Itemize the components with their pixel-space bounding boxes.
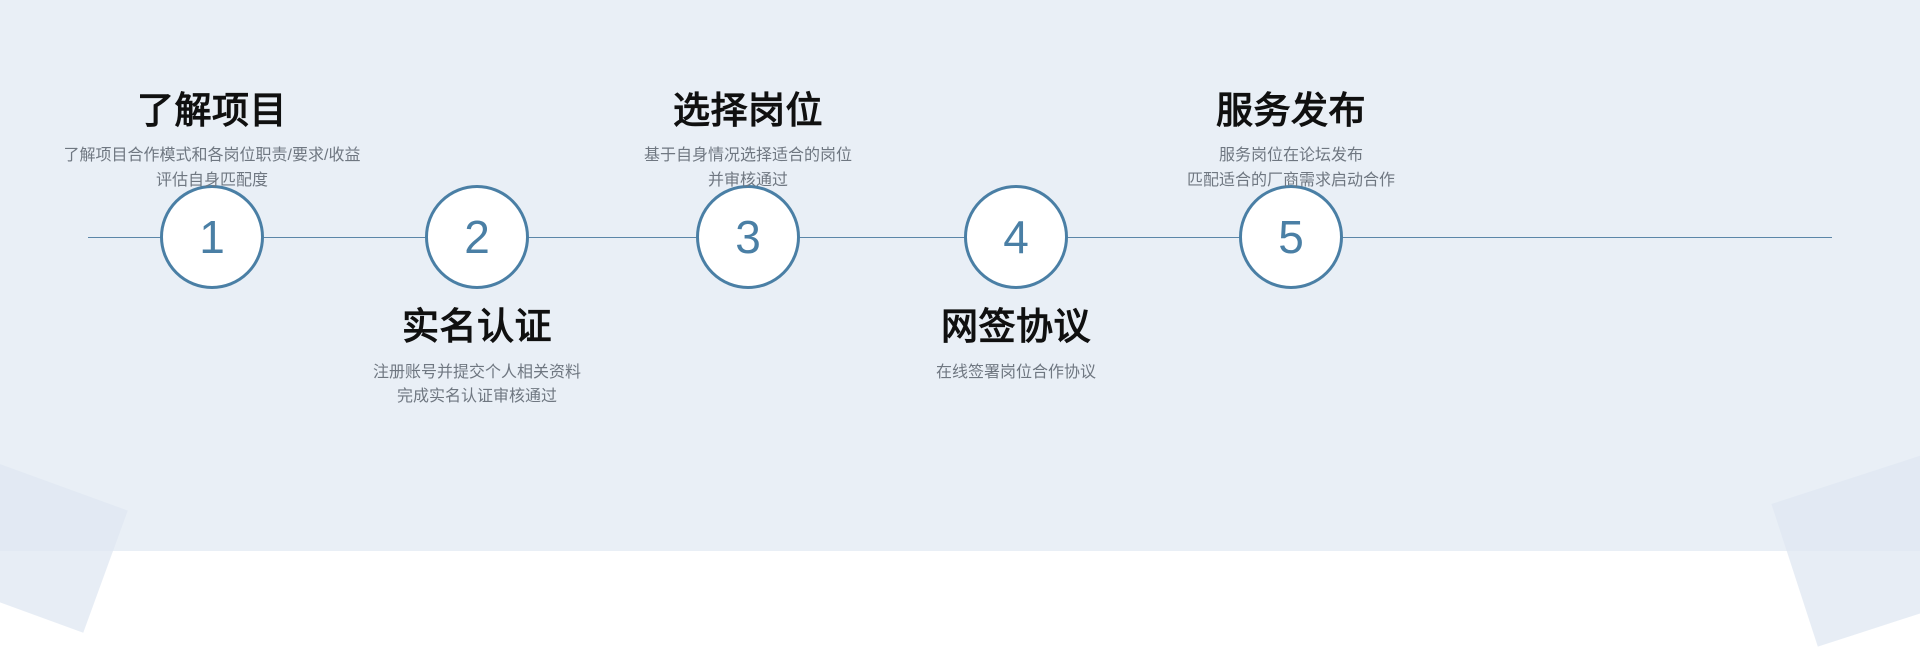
step-title: 了解项目 xyxy=(137,89,287,131)
step-description: 基于自身情况选择适合的岗位并审核通过 xyxy=(508,144,988,194)
timeline-step-5[interactable]: 5 服务发布服务岗位在论坛发布匹配适合的厂商需求启动合作 xyxy=(1051,0,1531,551)
step-title: 实名认证 xyxy=(402,306,552,347)
step-description: 服务岗位在论坛发布匹配适合的厂商需求启动合作 xyxy=(1051,144,1531,194)
timeline-rail xyxy=(88,237,1832,238)
timeline-step-3[interactable]: 3 选择岗位基于自身情况选择适合的岗位并审核通过 xyxy=(508,0,988,551)
step-number: 4 xyxy=(1003,211,1029,263)
step-node-circle-3[interactable]: 3 xyxy=(696,185,800,289)
step-description-line: 并审核通过 xyxy=(707,172,788,190)
step-number: 1 xyxy=(199,211,225,263)
step-title: 网签协议 xyxy=(941,306,1091,347)
step-node-circle-2[interactable]: 2 xyxy=(425,185,529,289)
step-description-line: 了解项目合作模式和各岗位职责/要求/收益 xyxy=(63,147,361,165)
step-node-circle-4[interactable]: 4 xyxy=(964,185,1068,289)
step-description-line: 在线签署岗位合作协议 xyxy=(935,363,1096,381)
step-label-block-4: 网签协议在线签署岗位合作协议 xyxy=(776,305,1256,385)
step-description-line: 完成实名认证审核通过 xyxy=(396,388,557,406)
step-title: 服务发布 xyxy=(1216,89,1366,131)
step-label-block-5: 服务发布服务岗位在论坛发布匹配适合的厂商需求启动合作 xyxy=(1051,89,1531,194)
step-node-circle-1[interactable]: 1 xyxy=(160,185,264,289)
step-description: 注册账号并提交个人相关资料完成实名认证审核通过 xyxy=(237,361,717,411)
step-label-block-1: 了解项目了解项目合作模式和各岗位职责/要求/收益评估自身匹配度 xyxy=(0,89,452,194)
step-description-line: 评估自身匹配度 xyxy=(155,172,268,190)
step-title: 选择岗位 xyxy=(673,89,823,131)
step-description: 在线签署岗位合作协议 xyxy=(776,361,1256,386)
timeline-step-1[interactable]: 1 了解项目了解项目合作模式和各岗位职责/要求/收益评估自身匹配度 xyxy=(0,0,452,551)
step-description-line: 匹配适合的厂商需求启动合作 xyxy=(1186,172,1395,190)
step-number: 3 xyxy=(735,211,761,263)
step-label-block-2: 实名认证注册账号并提交个人相关资料完成实名认证审核通过 xyxy=(237,305,717,410)
step-description-line: 注册账号并提交个人相关资料 xyxy=(372,363,581,381)
step-node-circle-5[interactable]: 5 xyxy=(1239,185,1343,289)
step-number: 2 xyxy=(464,211,490,263)
step-description-line: 基于自身情况选择适合的岗位 xyxy=(643,147,852,165)
step-number: 5 xyxy=(1278,211,1304,263)
step-description-line: 服务岗位在论坛发布 xyxy=(1218,147,1363,165)
timeline-step-2[interactable]: 2 实名认证注册账号并提交个人相关资料完成实名认证审核通过 xyxy=(237,0,717,551)
step-label-block-3: 选择岗位基于自身情况选择适合的岗位并审核通过 xyxy=(508,89,988,194)
step-description: 了解项目合作模式和各岗位职责/要求/收益评估自身匹配度 xyxy=(0,144,452,194)
timeline-step-4[interactable]: 4 网签协议在线签署岗位合作协议 xyxy=(776,0,1256,551)
